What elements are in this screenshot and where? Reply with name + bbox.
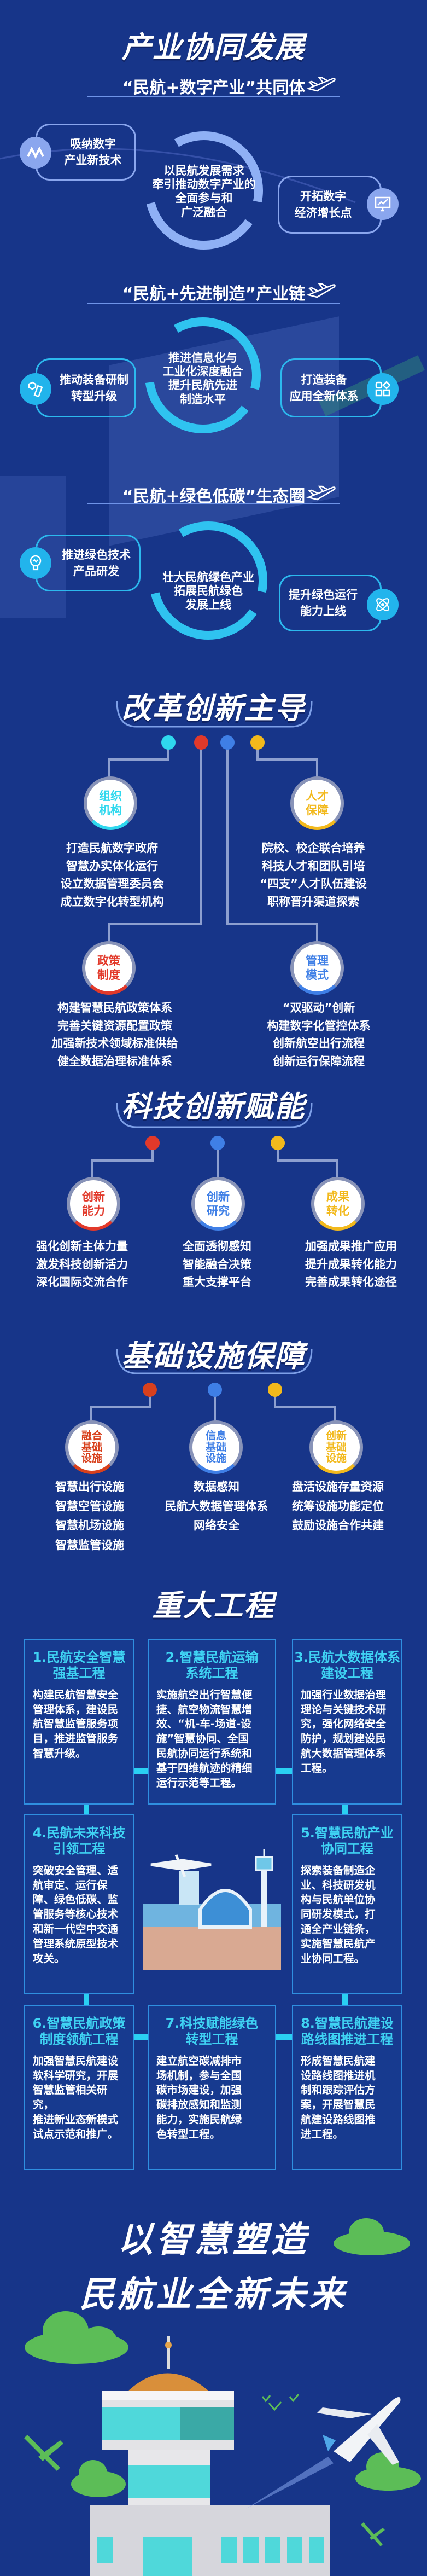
chart-monitor-icon [367,188,399,220]
airplane-icon [306,485,336,501]
badge-achievement-transfer: 成果 转化 [311,1177,365,1231]
projects-title: 重大工程 [152,1588,275,1623]
airplane-icon [306,77,336,92]
ending-line-2: 民航业全新未来 [79,2275,348,2315]
project-body: 加强行业数据治理 理论与关键技术研 究，强化网络安全 防护，规划建设民 航大数据… [301,1688,387,1775]
project-card: 4.民航未来科技 引领工程突破安全管理、适 航审定、运行保 障、绿色低碳、监 管… [24,1814,134,1994]
project-card: 6.智慧民航政策 制度领航工程加强智慧民航建设 软科学研究，开展 智慧监管相关研… [24,2005,134,2170]
tech-list: 强化创新主体力量 激发科技创新活力 深化国际交流合作 [36,1240,128,1289]
project-body: 突破安全管理、适 航审定、运行保 障、绿色低碳、监 管服务等核心技术 和新一代空… [33,1864,119,1965]
infra-connectors [90,1348,336,1422]
infra-title: 基础设施保障 [121,1339,306,1373]
project-title: 4.民航未来科技 引领工程 [32,1825,126,1856]
connector [133,1768,148,1774]
badge-innovation-infra: 创新 基础 设施 [309,1420,363,1474]
project-card: 2.智慧民航运输 系统工程实施航空出行智慧便 捷、航空物流智慧增 效、“机-车-… [148,1639,276,1805]
tech-title: 科技创新赋能 [121,1089,306,1124]
center-text: 以民航发展需求 牵引推动数字产业的 全面参与和 广泛融合 [152,164,256,219]
ring [149,521,267,640]
lightbulb-icon [20,547,51,579]
center-text: 壮大民航绿色产业 拓展民航绿色 发展上线 [162,571,254,612]
tech-list: 全面透彻感知 智能融合决策 重大支撑平台 [183,1240,251,1289]
connector [342,1805,348,1814]
connector [84,1805,89,1814]
group-heading: “民航+先进制造”产业链 [122,285,306,304]
connector [84,1994,89,2005]
airplane-icon [24,2435,385,2546]
project-title: 1.民航安全智慧 强基工程 [32,1650,126,1681]
infra-list: 智慧出行设施 智慧空管设施 智慧机场设施 智慧监管设施 [55,1480,124,1552]
connector [342,1994,348,2005]
side-box: 推动装备研制 转型升级 [36,358,136,417]
project-card: 7.科技赋能绿色 转型工程建立航空碳减排市 场机制，参与全国 碳市场建设，加强 … [148,2005,276,2170]
control-tower-illustration [24,2218,421,2576]
side-box: 提升绿色运行 能力上线 [279,575,382,631]
badge-information-infra: 信息 基础 设施 [189,1420,243,1474]
ring [145,131,263,250]
badge-integrated-infra: 融合 基础 设施 [65,1420,119,1474]
project-title: 6.智慧民航政策 制度领航工程 [32,2016,126,2047]
airplane-icon [306,283,336,298]
reform-list: 打造民航数字政府 智慧办实体化运行 设立数据管理委员会 成立数字化转型机构 [60,842,164,908]
bolt-nut-icon [20,373,51,405]
badge-innovation-capability: 创新 能力 [67,1177,120,1231]
badge-organization: 组织 机构 [84,776,137,830]
badge-innovation-research: 创新 研究 [191,1177,245,1231]
reform-list: 院校、校企联合培养 科技人才和团队引培 “四支”人才队伍建设 职称晋升渠道探索 [260,842,367,908]
side-box: 打造装备 应用全新体系 [280,358,382,417]
project-body: 构建民航智慧安全 管理体系，建设民 航智慧监管服务项 目，推进监管服务 智慧升级… [33,1688,119,1760]
tech-connectors [91,1103,338,1177]
project-card: 5.智慧民航产业 协同工程探索装备制造企 业、科技研发机 构与民航单位协 同研发… [292,1814,402,1994]
badge-talent: 人才 保障 [290,776,344,830]
project-title: 5.智慧民航产业 协同工程 [301,1825,394,1856]
reform-connectors [108,701,318,942]
reform-list: “双驱动”创新 构建数字化管控体系 创新航空出行流程 创新运行保障流程 [267,1001,371,1068]
side-box: 吸纳数字 产业新技术 [36,124,136,181]
ring [145,317,261,433]
side-box: 开拓数字 经济增长点 [278,176,382,234]
project-card: 1.民航安全智慧 强基工程构建民航智慧安全 管理体系，建设民 航智慧监管服务项 … [24,1639,134,1805]
project-card: 3.民航大数据体系 建设工程加强行业数据治理 理论与关键技术研 究，强化网络安全… [292,1639,402,1805]
ending-line-1: 以智慧塑造 [118,2220,309,2260]
project-body: 形成智慧民航建 设路线图推进机 制和跟踪评估方 案，开展智慧民 航建设路线图推 … [301,2054,376,2141]
heading-underline [87,503,340,504]
group-heading: “民航+数字产业”共同体 [122,78,306,97]
project-title: 2.智慧民航运输 系统工程 [165,1650,259,1681]
heading-underline [87,303,340,304]
project-title: 8.智慧民航建设 路线图推进工程 [301,2016,394,2047]
connector [133,2034,148,2040]
infra-list: 盘活设施存量资源 统筹设施功能定位 鼓励设施合作共建 [292,1480,384,1533]
industry-title: 产业协同发展 [121,30,306,65]
group-heading: “民航+绿色低碳”生态圈 [122,487,306,506]
airplane-icon [317,2397,401,2465]
airport-illustration [143,1849,281,1970]
shapes-grid-icon [367,373,399,405]
project-body: 实施航空出行智慧便 捷、航空物流智慧增 效、“机-车-场道-设 施”智慧协同、全… [156,1688,253,1790]
project-body: 加强智慧民航建设 软科学研究，开展 智慧监管相关研究， 推进新业态新模式 试点示… [33,2054,119,2141]
center-text: 推进信息化与 工业化深度融合 提升民航先进 制造水平 [162,351,243,406]
connector [276,1768,292,1774]
cloud-icon [25,2218,421,2497]
project-title: 3.民航大数据体系 建设工程 [294,1650,400,1681]
infra-list: 数据感知 民航大数据管理体系 网络安全 [165,1480,268,1533]
tech-list: 加强成果推广应用 提升成果转化能力 完善成果转化途径 [305,1240,397,1289]
connector [276,2034,292,2040]
badge-management: 管理 模式 [290,941,344,995]
project-body: 建立航空碳减排市 场机制，参与全国 碳市场建设，加强 碳排放感知和监测 能力，实… [156,2054,242,2141]
atom-icon [367,589,399,620]
badge-policy: 政策 制度 [82,941,136,995]
infinity-logo-icon [20,137,51,169]
reform-list: 构建智慧民航政策体系 完善关键资源配置政策 加强新技术领域标准供给 健全数据治理… [51,1001,178,1068]
project-card: 8.智慧民航建设 路线图推进工程形成智慧民航建 设路线图推进机 制和跟踪评估方 … [292,2005,402,2170]
project-title: 7.科技赋能绿色 转型工程 [165,2016,259,2047]
project-body: 探索装备制造企 业、科技研发机 构与民航单位协 同研发模式，打 通全产业链条， … [301,1864,376,1965]
heading-underline [87,96,340,97]
reform-title: 改革创新主导 [121,691,306,726]
